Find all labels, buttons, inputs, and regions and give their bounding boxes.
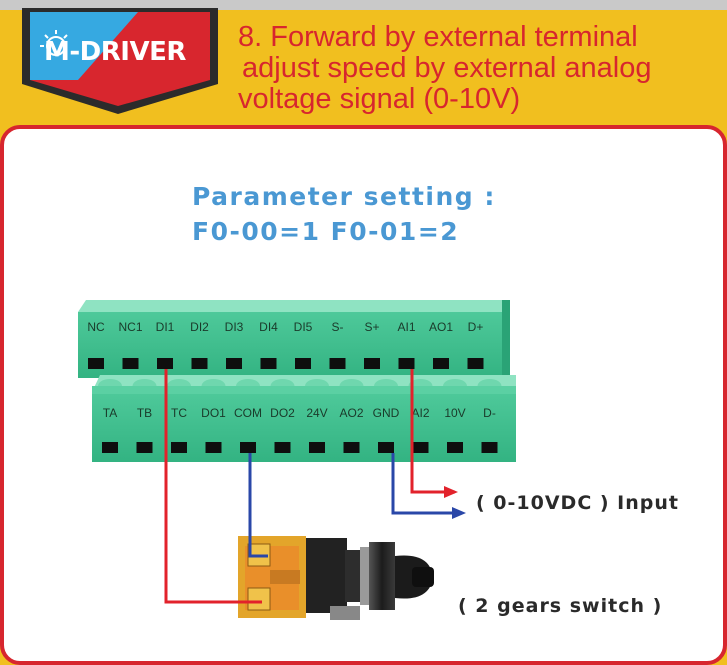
upper-terminal-block: NC NC1 DI1 DI2 DI3 DI4 DI5 S- S+ AI1 AO1 D+ xyxy=(78,300,510,378)
lower-terminal-label: D- xyxy=(483,406,496,420)
screw-slot-icon xyxy=(378,442,394,453)
wiring-diagram: NC NC1 DI1 DI2 DI3 DI4 DI5 S- S+ AI1 AO1 D+ TA TB TC D… xyxy=(78,300,516,620)
wire-red-di1 xyxy=(164,369,262,604)
upper-terminal-label: DI4 xyxy=(259,320,278,334)
screw-slot-icon xyxy=(102,442,118,453)
lower-terminal-label: AI2 xyxy=(411,406,429,420)
top-strip xyxy=(0,0,727,10)
upper-terminal-label: NC xyxy=(87,320,105,334)
upper-terminal-label: S- xyxy=(332,320,344,334)
lower-terminal-label: AO2 xyxy=(339,406,363,420)
selector-switch xyxy=(238,536,434,620)
upper-terminal-label: DI1 xyxy=(156,320,175,334)
screw-slot-icon xyxy=(260,358,277,369)
parameter-values: F0-00=1 F0-01=2 xyxy=(192,217,460,246)
switch-caption: ( 2 gears switch ) xyxy=(458,595,663,617)
title-line-3: voltage signal (0-10V) xyxy=(238,83,521,115)
wire-red-ai1 xyxy=(410,369,455,494)
screw-slot-icon xyxy=(157,358,173,369)
logo-text: M-DRIVER xyxy=(44,37,186,67)
screw-slot-icon xyxy=(467,358,484,369)
screw-slot-icon xyxy=(205,442,222,453)
title-line-2: adjust speed by external analog xyxy=(242,52,652,84)
screw-slot-icon xyxy=(412,442,429,453)
lower-terminal-label: TB xyxy=(137,406,152,420)
upper-terminal-label: S+ xyxy=(364,320,379,334)
screw-slot-icon xyxy=(136,442,153,453)
logo-shield-icon xyxy=(22,8,218,114)
screw-slot-icon xyxy=(295,358,311,369)
screw-slot-icon xyxy=(171,442,187,453)
lower-terminal-label: GND xyxy=(373,406,400,420)
lower-terminal-label: TC xyxy=(171,406,187,420)
lower-terminal-label: 10V xyxy=(444,406,465,420)
brand-logo: M-DRIVER xyxy=(18,6,223,118)
page-title: 8. Forward by external terminal adjust s… xyxy=(238,22,652,115)
screw-slot-icon xyxy=(398,358,415,369)
arrow-red-icon xyxy=(444,486,458,498)
wires xyxy=(164,369,466,604)
lower-terminal-label: DO1 xyxy=(201,406,226,420)
sun-icon xyxy=(40,30,68,56)
lower-terminal-label: DO2 xyxy=(270,406,295,420)
parameter-heading: Parameter setting : xyxy=(192,182,496,211)
upper-terminal-label: DI3 xyxy=(225,320,244,334)
lower-terminal-label: COM xyxy=(234,406,262,420)
arrow-blue-icon xyxy=(452,507,466,519)
lower-terminal-block: TA TB TC DO1 COM DO2 24V AO2 GND AI2 10V D- xyxy=(92,375,516,462)
screw-slot-icon xyxy=(122,358,139,369)
upper-terminal-label: D+ xyxy=(468,320,484,334)
screw-slot-icon xyxy=(274,442,291,453)
screw-slot-icon xyxy=(433,358,449,369)
upper-terminal-label: NC1 xyxy=(118,320,142,334)
screw-slot-icon xyxy=(481,442,498,453)
wire-blue-com xyxy=(248,453,268,558)
screw-slot-icon xyxy=(309,442,325,453)
upper-terminal-label: AI1 xyxy=(397,320,415,334)
screw-slot-icon xyxy=(191,358,208,369)
screw-slot-icon xyxy=(343,442,360,453)
title-line-1: 8. Forward by external terminal xyxy=(238,21,638,53)
screw-slot-icon xyxy=(364,358,380,369)
lower-terminal-label: 24V xyxy=(306,406,327,420)
screw-slot-icon xyxy=(447,442,463,453)
screw-slot-icon xyxy=(329,358,346,369)
upper-terminal-label: DI2 xyxy=(190,320,209,334)
upper-terminal-label: AO1 xyxy=(429,320,453,334)
input-caption: ( 0-10VDC ) Input xyxy=(476,492,679,514)
screw-slot-icon xyxy=(88,358,104,369)
upper-terminal-label: DI5 xyxy=(294,320,313,334)
screw-slot-icon xyxy=(226,358,242,369)
screw-slot-icon xyxy=(240,442,256,453)
lower-terminal-label: TA xyxy=(103,406,117,420)
wire-blue-gnd xyxy=(391,453,462,515)
